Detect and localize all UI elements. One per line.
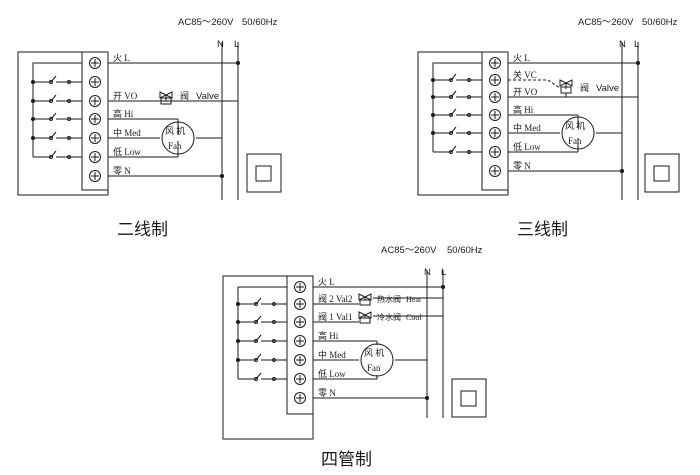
external-wires: [108, 62, 238, 177]
supply-bus: [221, 42, 239, 200]
terminal-label: 阀 1 Val1: [318, 312, 353, 322]
terminal-strip: [481, 51, 509, 191]
fan-wires: [177, 119, 222, 157]
internal-relays: [431, 62, 482, 154]
terminal-screws: [294, 281, 306, 404]
valve-icon: [559, 79, 573, 97]
heat-valve-icon: [358, 293, 372, 306]
terminal-label: 开 VO: [113, 91, 138, 101]
thermostat-icon: [451, 378, 487, 418]
terminal-label: 火 L: [318, 277, 335, 287]
junction-dot: [440, 284, 446, 290]
supply-voltage-label: AC85～260V: [578, 17, 634, 28]
valve-label-en: Valve: [596, 83, 619, 94]
supply-voltage-label: AC85～260V: [178, 17, 234, 28]
internal-relays: [31, 62, 82, 159]
terminal-label: 低 Low: [113, 146, 141, 157]
thermostat-icon: [644, 153, 680, 193]
terminal-label: 零 N: [318, 388, 336, 398]
valve-label-cn: 阀: [580, 83, 589, 93]
panel-caption: 三线制: [517, 220, 568, 240]
panel-caption: 二线制: [117, 220, 168, 240]
fan-label-cn: 风 机: [364, 347, 384, 358]
terminal-label: 零 N: [113, 166, 131, 176]
terminal-label: 低 Low: [318, 368, 346, 379]
terminal-label: 零 N: [513, 161, 531, 171]
supply-bus: [621, 42, 639, 200]
terminal-strip: [286, 275, 314, 415]
supply-frequency-label: 50/60Hz: [642, 17, 678, 28]
terminal-label: 中 Med: [113, 127, 141, 138]
junction-dot: [219, 173, 225, 179]
terminal-label: 火 L: [513, 53, 530, 63]
panel-four-pipe: AC85～260V 50/60Hz N L: [222, 245, 487, 470]
junction-dot: [619, 168, 625, 174]
fan-label-cn: 风 机: [165, 125, 185, 136]
heat-valve-label-en: Heat: [406, 295, 422, 304]
close-valve-wire: [508, 79, 561, 89]
terminal-label: 低 Low: [513, 141, 541, 152]
terminal-screws: [489, 57, 501, 177]
live-letter: L: [634, 39, 639, 50]
fan-wires: [376, 341, 427, 379]
live-letter: L: [441, 267, 446, 278]
valve-label-cn: 阀: [180, 91, 189, 101]
cool-valve-label-cn: 冷水阀: [377, 312, 401, 322]
fan-icon: [360, 343, 394, 377]
terminal-label: 阀 2 Val2: [318, 294, 353, 304]
terminal-screws: [89, 57, 101, 182]
panel-three-wire: AC85～260V 50/60Hz N L: [417, 17, 680, 240]
thermostat-icon: [246, 153, 282, 193]
supply-voltage-label: AC85～260V: [381, 245, 437, 256]
junction-dot: [635, 60, 641, 66]
cool-valve-label-en: Cool: [406, 313, 422, 322]
terminal-label: 中 Med: [513, 122, 541, 133]
fan-label-en: Fan: [568, 136, 582, 146]
junction-dot: [235, 60, 241, 66]
live-letter: L: [234, 39, 239, 50]
external-wires: [508, 62, 638, 172]
terminal-label: 火 L: [113, 53, 130, 63]
junction-dot: [424, 395, 430, 401]
fan-label-en: Fan: [367, 363, 381, 373]
fan-icon: [561, 116, 595, 150]
terminal-label: 中 Med: [318, 349, 346, 360]
valve-return-wires: [373, 297, 443, 317]
terminal-label: 高 Hi: [513, 104, 534, 115]
terminal-label: 开 VO: [513, 87, 538, 97]
terminal-label: 关 VC: [513, 69, 537, 80]
valve-icon: [159, 91, 173, 105]
internal-relays: [236, 286, 287, 381]
supply-frequency-label: 50/60Hz: [242, 17, 278, 28]
supply-frequency-label: 50/60Hz: [447, 245, 483, 256]
fan-label-en: Fan: [168, 141, 182, 151]
valve-label-en: Valve: [196, 91, 219, 102]
panel-two-wire: AC85～260V 50/60Hz N L: [17, 17, 282, 240]
cool-valve-icon: [358, 311, 372, 324]
panel-caption: 四管制: [321, 450, 372, 470]
terminal-label: 高 Hi: [318, 330, 339, 341]
supply-bus: [426, 270, 444, 418]
fan-label-cn: 风 机: [565, 120, 585, 131]
terminal-label: 高 Hi: [113, 108, 134, 119]
terminal-strip: [81, 51, 109, 191]
neutral-letter: N: [217, 39, 224, 50]
fan-icon: [161, 121, 195, 155]
heat-valve-label-cn: 热水阀: [377, 294, 401, 304]
external-wires: [313, 286, 443, 399]
